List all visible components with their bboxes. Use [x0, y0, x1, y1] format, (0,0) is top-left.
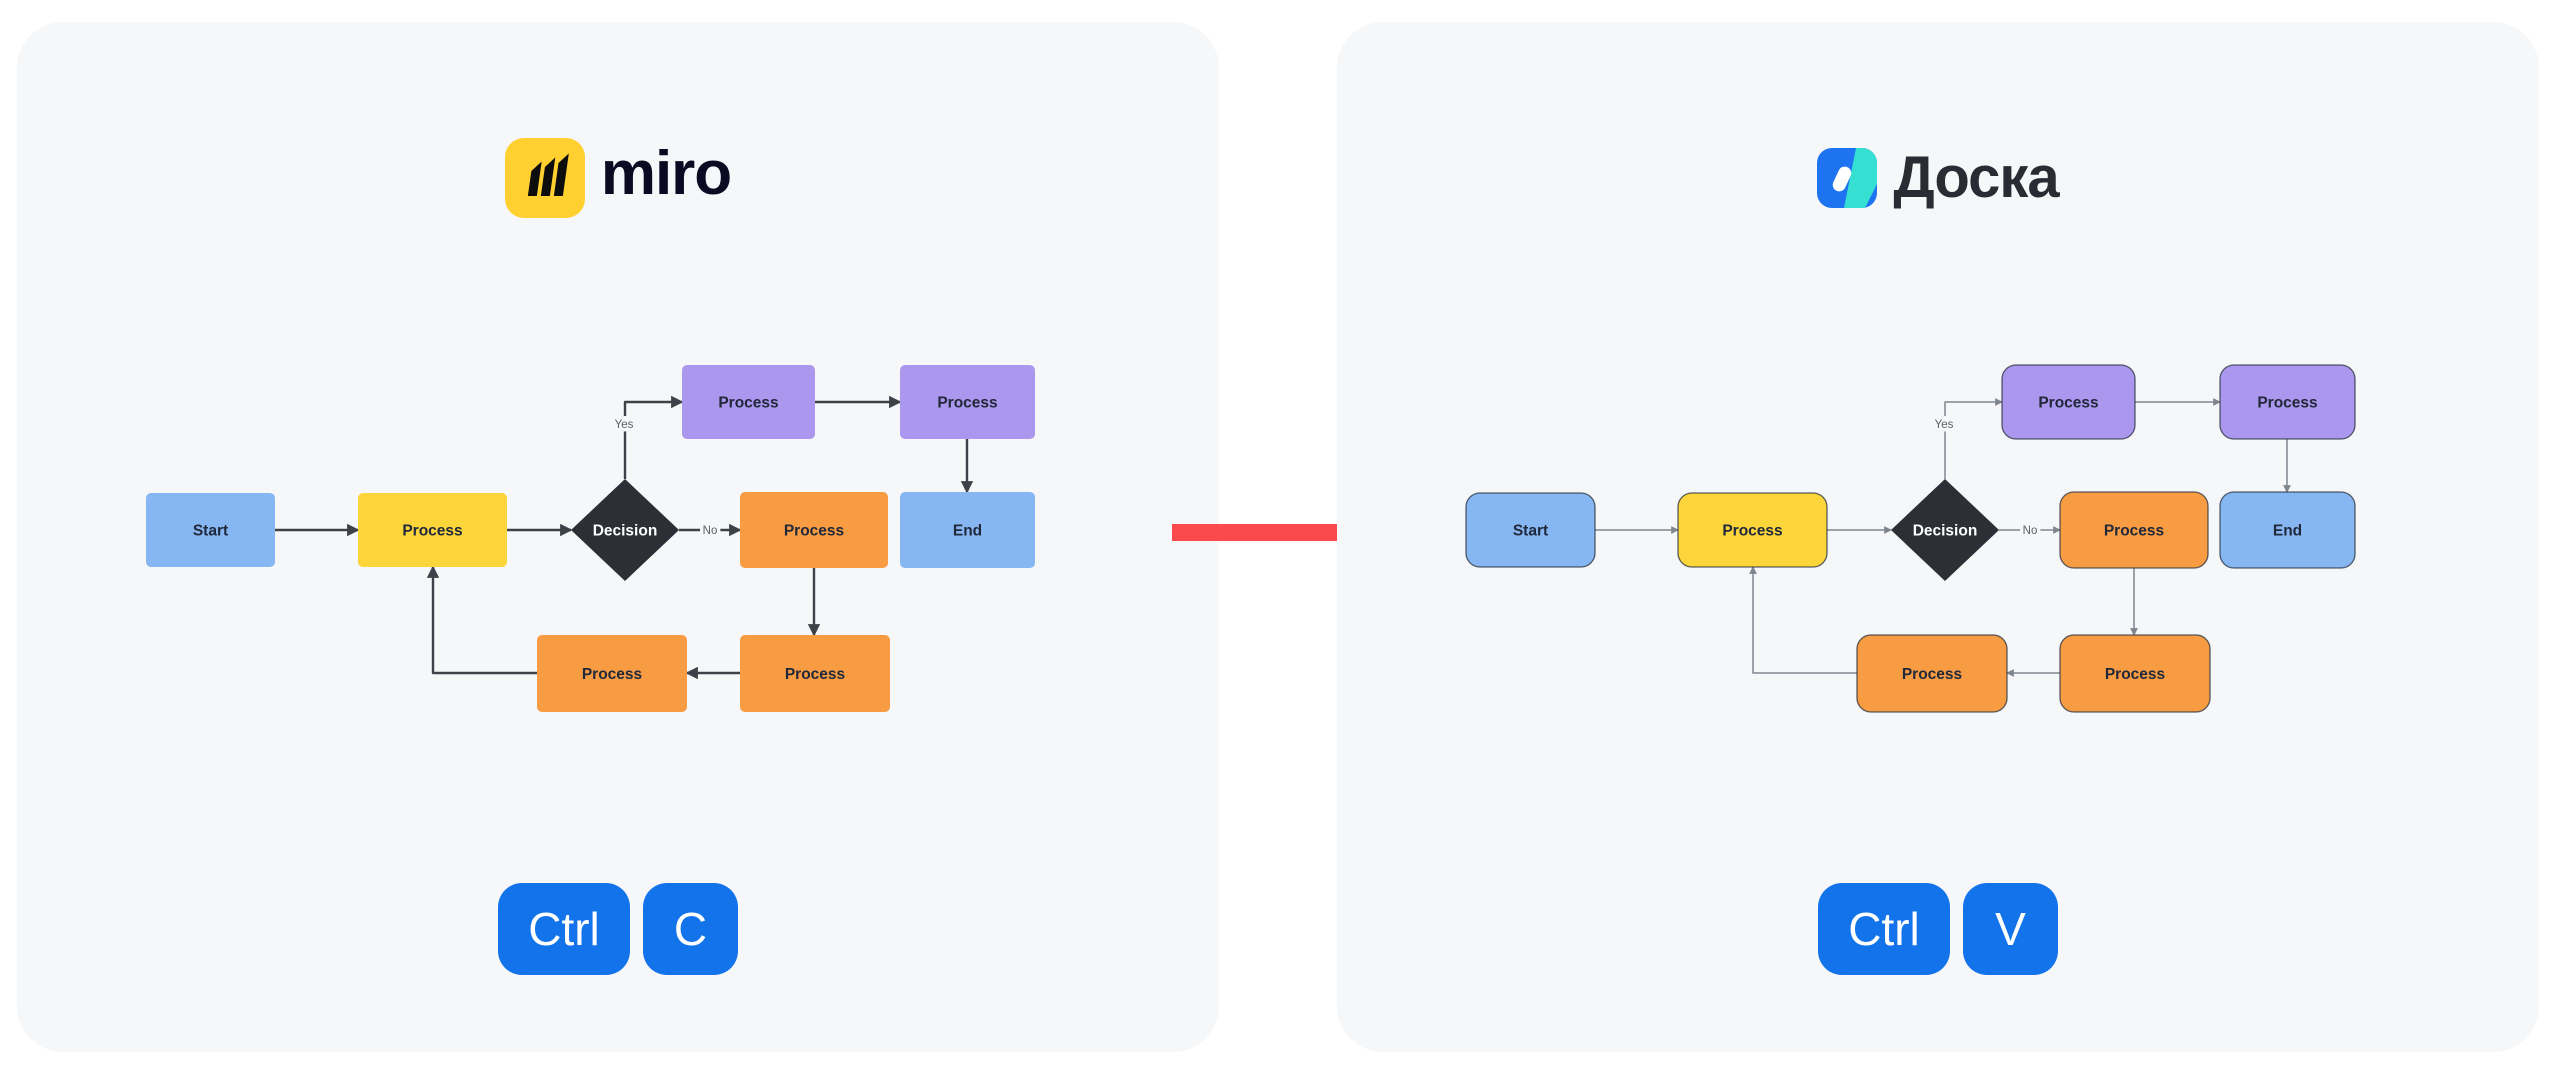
flow-node-label: Process: [1722, 523, 1782, 540]
key-v[interactable]: V: [1963, 883, 2058, 975]
flow-node-process1: Process: [358, 493, 507, 567]
flow-node-label: Process: [2105, 666, 2165, 683]
flow-node-process5: Process: [2059, 634, 2211, 713]
flow-node-label: Process: [785, 666, 845, 683]
doska-wordmark: Доска: [1893, 145, 2059, 210]
flow-node-label: Process: [937, 395, 997, 412]
key-c[interactable]: C: [643, 883, 738, 975]
flow-edge-label-no: No: [2023, 525, 2038, 537]
doska-logo-icon: [1817, 148, 1878, 208]
flow-node-label: Process: [2257, 395, 2317, 412]
flow-node-label: End: [953, 523, 982, 540]
flow-node-label: Process: [718, 395, 778, 412]
flow-connector: [1944, 398, 2003, 479]
flow-connector: [1749, 566, 1857, 674]
flow-node-process1: Process: [1677, 492, 1828, 568]
flow-node-process6: Process: [537, 635, 687, 712]
miro-logo-icon: [504, 138, 585, 218]
flow-node-label: End: [2273, 523, 2302, 540]
flow-node-process2: Process: [2001, 364, 2136, 440]
flow-node-process6: Process: [1856, 634, 2008, 713]
miro-logo: miro: [17, 130, 1219, 226]
flow-edge-label-no: No: [703, 525, 718, 537]
flow-edge-label-yes: Yes: [615, 419, 634, 431]
flow-connector: [426, 565, 537, 675]
flow-node-label: Process: [582, 666, 642, 683]
key-ctrl[interactable]: Ctrl: [1818, 883, 1950, 975]
flow-node-end: End: [2219, 491, 2356, 569]
flow-node-process4: Process: [740, 492, 888, 568]
doska-logo: Доска: [1337, 130, 2539, 226]
flow-connector: [623, 395, 684, 479]
flow-node-label: Process: [402, 523, 462, 540]
flow-node-label: Process: [2038, 395, 2098, 412]
flow-node-process4: Process: [2059, 491, 2209, 569]
shortcut-copy: Ctrl C: [17, 883, 1219, 975]
flow-node-process3: Process: [2219, 364, 2356, 440]
flow-node-decision: Decision: [1891, 479, 1999, 581]
flow-node-label: Start: [1513, 523, 1548, 540]
flow-node-label: Process: [1902, 666, 1962, 683]
flow-node-process5: Process: [740, 635, 890, 712]
flow-node-label: Start: [193, 523, 228, 540]
shortcut-paste: Ctrl V: [1337, 883, 2539, 975]
flow-node-decision: Decision: [571, 479, 679, 581]
flow-node-start: Start: [1465, 492, 1596, 568]
flow-node-process2: Process: [682, 365, 815, 439]
key-ctrl[interactable]: Ctrl: [498, 883, 630, 975]
flow-node-label: Decision: [593, 523, 658, 540]
flow-node-label: Process: [784, 523, 844, 540]
flow-node-process3: Process: [900, 365, 1035, 439]
flow-node-start: Start: [146, 493, 275, 567]
arrow-shaft: [1172, 524, 1369, 541]
flow-node-label: Decision: [1913, 523, 1978, 540]
miro-wordmark: miro: [600, 139, 732, 208]
flow-node-end: End: [900, 492, 1035, 568]
flow-node-label: Process: [2104, 523, 2164, 540]
flow-edge-label-yes: Yes: [1935, 419, 1954, 431]
